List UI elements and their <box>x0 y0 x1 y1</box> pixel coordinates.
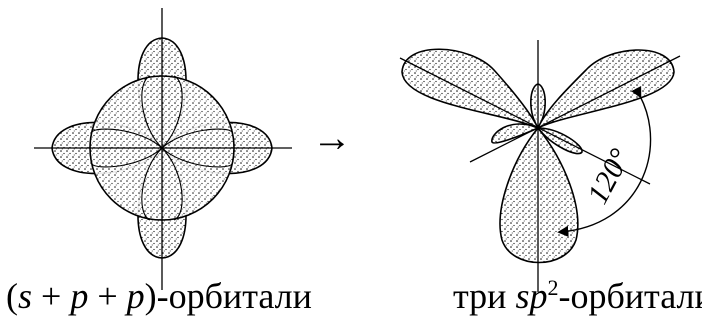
caption-right-prefix: три <box>453 276 515 316</box>
caption-left: (s + p + p)-орбитали <box>6 276 312 316</box>
sp2-large-lobe-upper-left <box>402 49 538 128</box>
caption-right-suffix: -орбитали <box>558 276 702 316</box>
caption-right: три sp2-орбитали <box>453 276 702 316</box>
caption-left-p1: p <box>70 276 88 316</box>
sp2-large-lobe-upper-right <box>538 50 674 128</box>
transition-arrow: → <box>312 118 352 158</box>
sp2-orbitals: 120° <box>400 40 680 292</box>
caption-right-exponent: 2 <box>547 275 558 300</box>
caption-left-s: s <box>18 276 32 316</box>
s-p-p-orbitals <box>34 8 292 290</box>
caption-left-p2: p <box>127 276 145 316</box>
caption-left-plus-1: + <box>32 276 70 316</box>
caption-left-suffix: )-орбитали <box>145 276 312 316</box>
caption-left-plus-2: + <box>88 276 126 316</box>
caption-left-open-paren: ( <box>6 276 18 316</box>
caption-right-sp: sp <box>515 276 547 316</box>
